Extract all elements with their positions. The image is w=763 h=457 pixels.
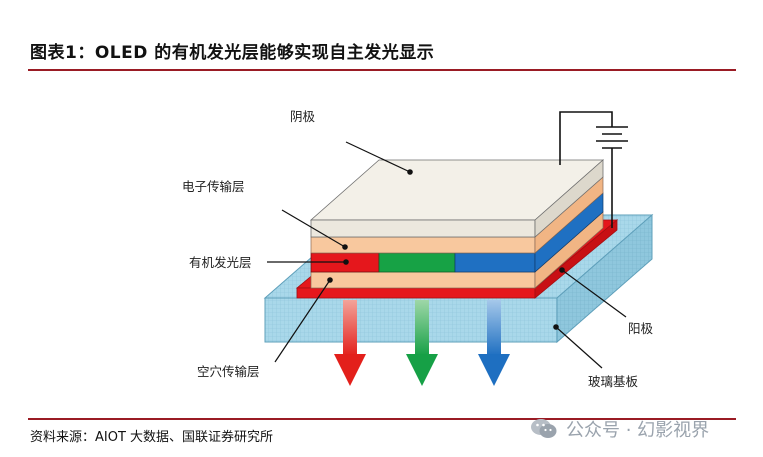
watermark-text: 公众号 · 幻影视界 <box>566 420 710 441</box>
label-glass: 玻璃基板 <box>588 374 639 389</box>
title-rule <box>28 69 736 71</box>
leader-lines <box>267 141 627 369</box>
red-light-arrow <box>334 300 366 386</box>
green-light-arrow <box>406 300 438 386</box>
wechat-icon <box>531 419 557 438</box>
label-cathode: 阴极 <box>290 109 316 124</box>
label-anode: 阳极 <box>628 321 654 336</box>
power-source <box>559 111 628 228</box>
blue-light-arrow <box>478 300 510 386</box>
cathode-layer <box>309 159 605 238</box>
label-electron-transport: 电子传输层 <box>182 179 245 194</box>
source-note: 资料来源：AIOT 大数据、国联证券研究所 <box>30 430 274 445</box>
leader-dots <box>327 169 565 330</box>
emissive-layer <box>310 192 604 273</box>
label-hole-transport: 空穴传输层 <box>197 364 260 379</box>
source-rule <box>28 418 736 420</box>
watermark: 公众号 · 幻影视界 <box>530 414 709 444</box>
figure-title: 图表1：OLED 的有机发光层能够实现自主发光显示 <box>30 43 435 63</box>
label-emissive: 有机发光层 <box>189 255 252 270</box>
